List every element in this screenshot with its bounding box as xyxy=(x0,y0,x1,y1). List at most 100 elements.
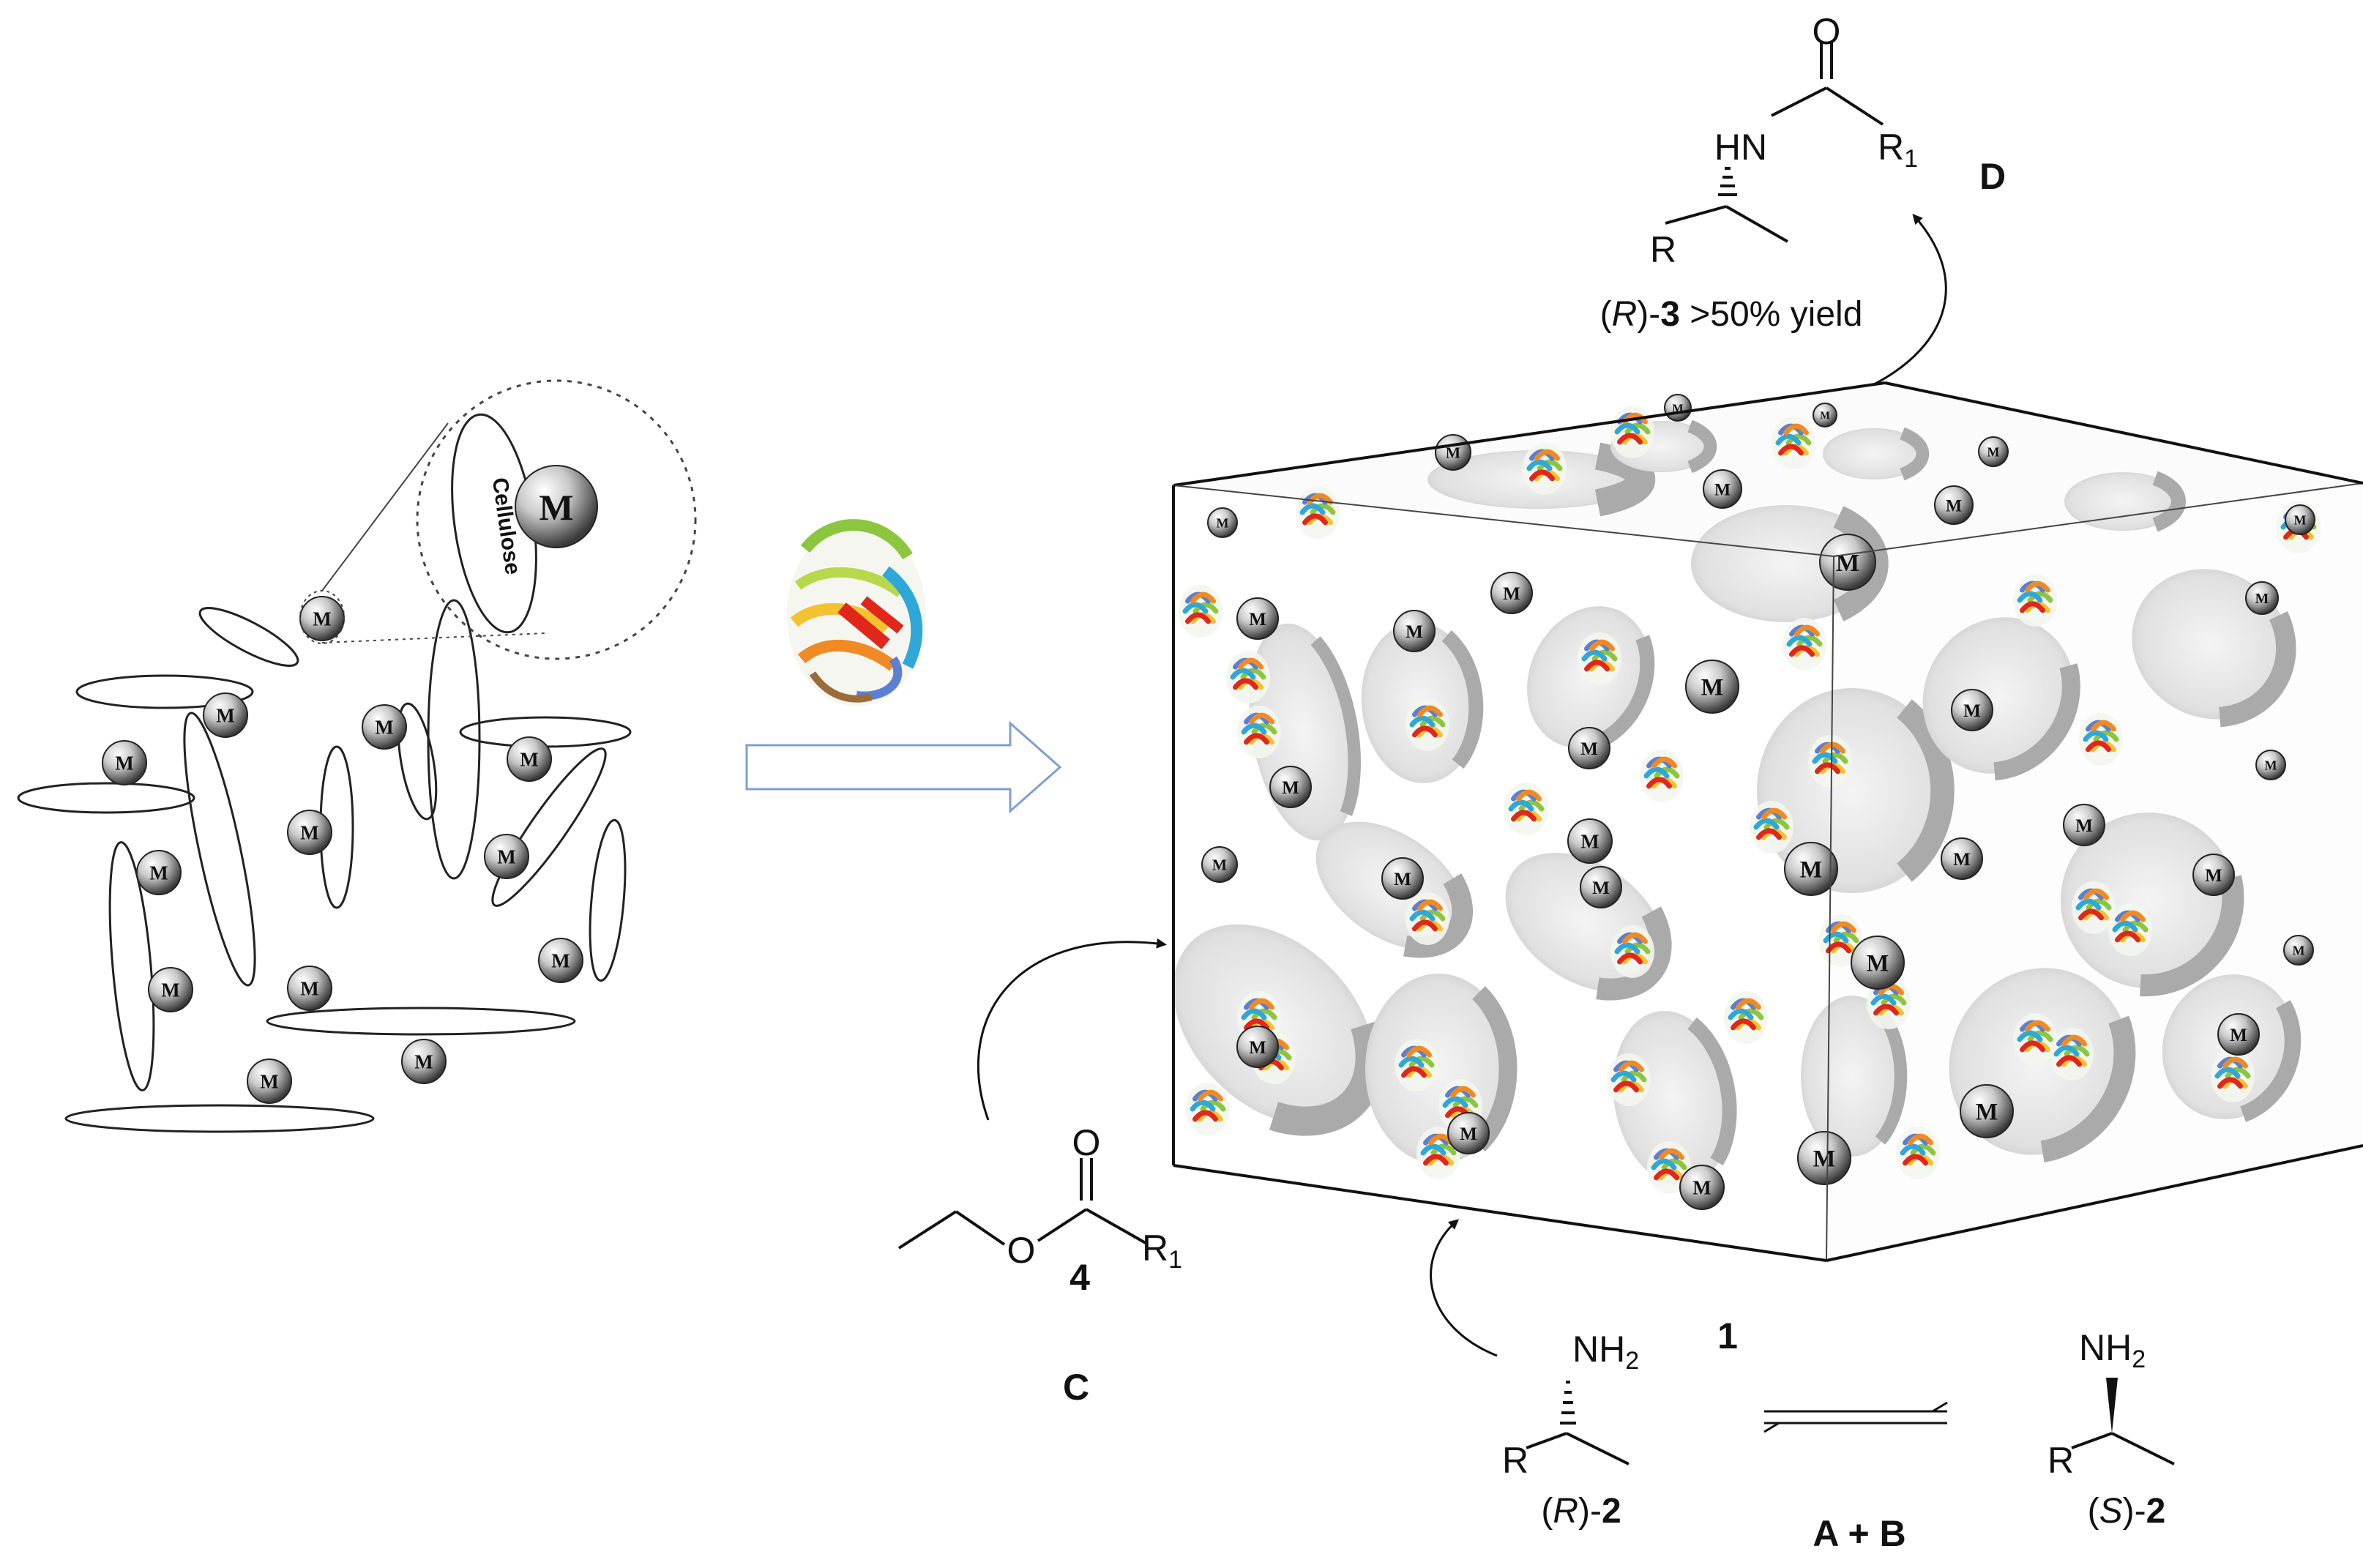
metal-particle: M xyxy=(401,1039,447,1084)
metal-particle: M xyxy=(247,1059,292,1104)
metal-label: M xyxy=(497,846,515,868)
metal-label: M xyxy=(1406,622,1423,642)
metal-label: M xyxy=(2230,1026,2247,1045)
metal-label: M xyxy=(313,608,331,630)
metal-label: M xyxy=(375,717,393,739)
metal-label: M xyxy=(1800,857,1823,884)
metal-label: M xyxy=(161,979,179,1001)
lipase-enzyme-icon xyxy=(787,519,926,706)
metal-label: M xyxy=(1446,444,1460,462)
cellulose-fiber xyxy=(64,1104,375,1133)
product-formation-arrow xyxy=(1873,213,1947,386)
equilibrium-tag: A + B xyxy=(1813,1513,1905,1554)
amine-s-nh2: NH2 xyxy=(2079,1327,2146,1373)
enzyme-icon xyxy=(1406,698,1449,751)
cellulose-fiber xyxy=(589,818,627,982)
amine-r-hashed-wedge xyxy=(1560,1381,1576,1425)
enzyme-icon xyxy=(1640,750,1684,802)
amine-s-r: R xyxy=(2047,1440,2074,1481)
metal-particle: M xyxy=(1703,469,1742,509)
ester-tag: C xyxy=(1063,1367,1089,1408)
product-oxygen: O xyxy=(1813,11,1841,52)
metal-particle: M xyxy=(1580,866,1622,908)
ester-structure xyxy=(897,1158,1146,1250)
enzyme-icon xyxy=(1406,892,1449,945)
metal-particle: M xyxy=(1207,507,1238,538)
enzyme-icon xyxy=(2050,1028,2094,1080)
amine-s-caption: (S)-2 xyxy=(2088,1492,2166,1531)
metal-particle: M xyxy=(1236,597,1279,640)
ester-carbonyl-oxygen: O xyxy=(1072,1122,1101,1163)
metal-particle: M xyxy=(1393,610,1436,652)
enzyme-icon xyxy=(1395,1039,1438,1091)
enzyme-icon xyxy=(1896,1127,1940,1179)
product-tag: D xyxy=(1979,156,2006,197)
cellulose-fiber xyxy=(397,702,438,821)
metal-particle: M xyxy=(1819,534,1876,591)
metal-particle: M xyxy=(362,704,407,750)
enzyme-icon xyxy=(1610,925,1654,978)
immobilization-arrow xyxy=(745,720,1062,814)
enzyme-icon xyxy=(1647,1141,1691,1194)
enzyme-icon xyxy=(2013,1013,2057,1066)
cellulose-fibers xyxy=(17,599,632,1133)
enzyme-icon xyxy=(1808,735,1852,788)
metal-label: M xyxy=(2205,866,2222,886)
metal-particle: M xyxy=(1797,1131,1851,1185)
cellulose-fiber xyxy=(17,782,195,814)
metal-particle: M xyxy=(507,736,552,782)
enzyme-icon xyxy=(2072,881,2116,934)
metal-particle: M xyxy=(1568,727,1610,769)
metal-particle: M xyxy=(2063,804,2105,846)
metal-particle: M xyxy=(2285,504,2315,535)
pore xyxy=(2061,813,2244,997)
metal-particle: M xyxy=(1435,434,1471,471)
enzyme-icon xyxy=(2211,1050,2255,1102)
pore xyxy=(1823,427,1930,481)
enzyme-icon xyxy=(1179,585,1222,638)
metal-particle: M xyxy=(1447,1112,1490,1154)
product-r: R xyxy=(1650,229,1676,270)
metal-particle: M xyxy=(1201,846,1238,883)
metal-particle: M xyxy=(1960,1084,2014,1138)
metal-particle: M xyxy=(148,967,193,1012)
metal-label: M xyxy=(1212,856,1227,874)
metal-label: M xyxy=(1987,444,2000,459)
cellulose-fiber xyxy=(198,607,299,667)
metal-particle: M xyxy=(2283,935,2314,966)
cellulose-fiber xyxy=(266,1007,576,1036)
metal-label: M xyxy=(2075,816,2093,836)
metal-particle: M xyxy=(136,850,182,895)
metal-particle: M xyxy=(538,938,583,983)
metal-label: M xyxy=(2265,758,2277,772)
metal-label: M xyxy=(1249,610,1266,630)
inset-metal-label: M xyxy=(539,487,573,528)
metal-label: M xyxy=(2255,591,2269,607)
metal-particle: M xyxy=(1934,485,1974,525)
metal-label: M xyxy=(1953,850,1971,870)
pore xyxy=(1613,1011,1737,1185)
amine-s-structure xyxy=(2071,1432,2175,1466)
metal-label: M xyxy=(1946,496,1962,515)
enzyme-icon xyxy=(1772,417,1815,469)
metal-particle: M xyxy=(1490,572,1533,614)
product-amide-structure xyxy=(1665,42,1884,243)
metal-particle: M xyxy=(287,966,332,1011)
metal-label: M xyxy=(149,862,168,884)
product-hashed-wedge xyxy=(1718,167,1737,196)
metal-particle: M xyxy=(1269,766,1312,808)
metal-particle: M xyxy=(1685,660,1739,714)
metal-label: M xyxy=(414,1051,433,1073)
product-caption: (R)-3 >50% yield xyxy=(1600,295,1863,334)
metal-label: M xyxy=(520,749,538,771)
metal-particle: M xyxy=(2255,750,2286,780)
enzyme-icon xyxy=(1610,406,1654,458)
metal-label: M xyxy=(1580,831,1599,853)
amine-r-structure xyxy=(1526,1432,1630,1466)
enzyme-icon xyxy=(1750,801,1793,854)
metal-label: M xyxy=(1282,778,1299,798)
metal-particle: M xyxy=(1951,689,1993,731)
